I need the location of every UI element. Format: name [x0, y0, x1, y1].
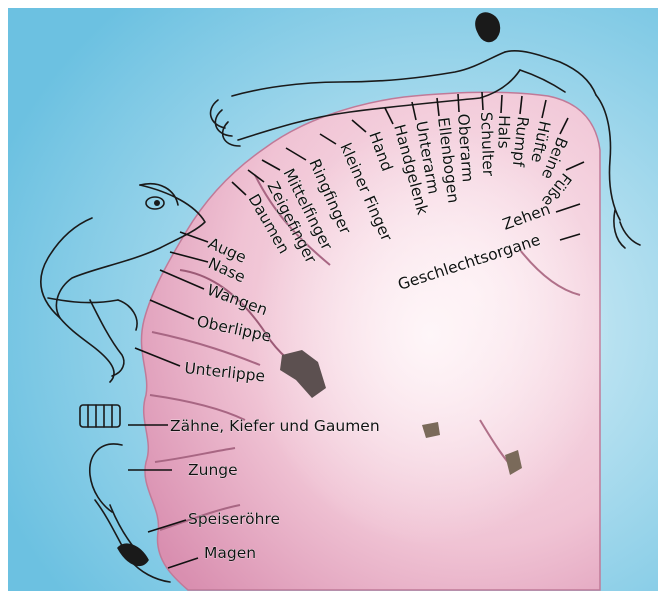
label-speiseroehre: Speiseröhre: [188, 510, 280, 528]
leader-hals: [501, 95, 502, 113]
leader-schulter: [482, 92, 483, 110]
label-zaehne-kiefer-gaumen: Zähne, Kiefer und Gaumen: [170, 417, 380, 435]
label-zunge: Zunge: [188, 461, 238, 479]
label-hals: Hals: [494, 115, 513, 149]
label-schulter: Schulter: [477, 112, 497, 178]
label-magen: Magen: [204, 544, 256, 562]
leader-oberarm: [458, 94, 459, 112]
